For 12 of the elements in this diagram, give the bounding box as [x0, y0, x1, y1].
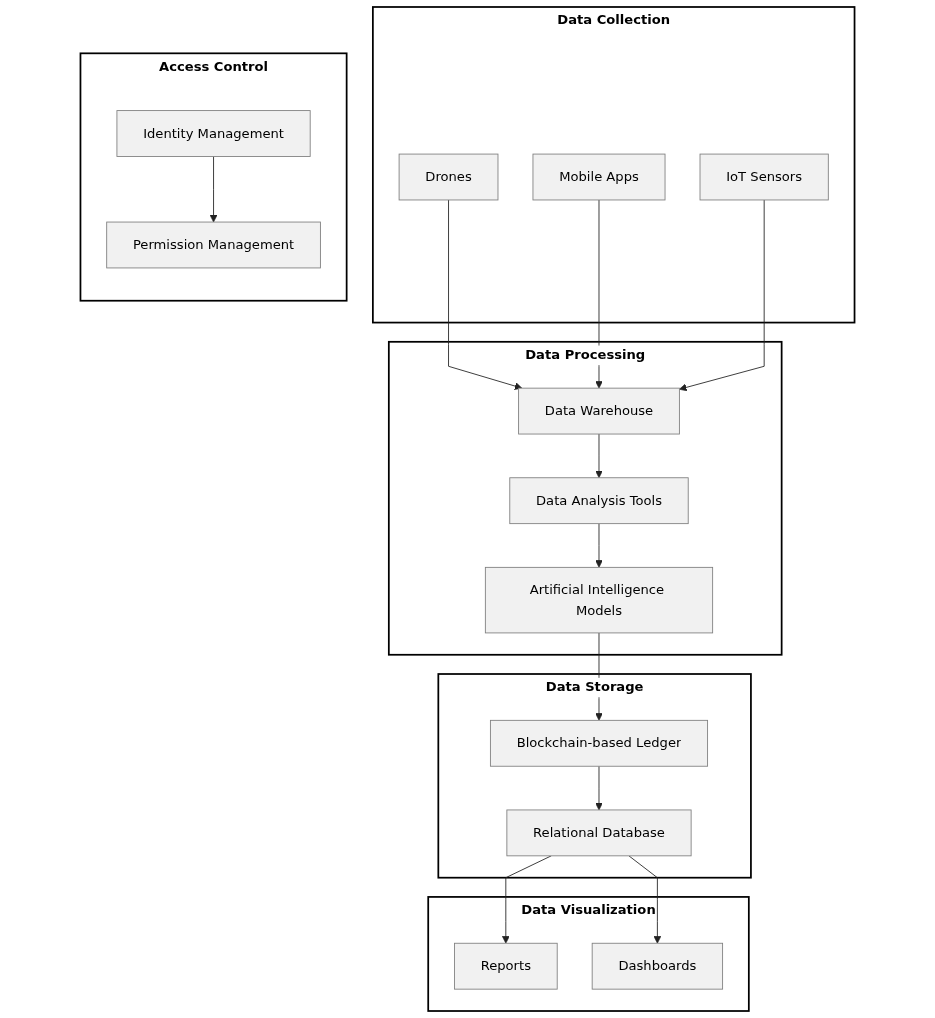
node-box: Mobile Apps — [532, 153, 666, 201]
node-box: Data Warehouse — [518, 387, 680, 435]
node-box: Blockchain-based Ledger — [489, 719, 708, 767]
node-box: Reports — [454, 942, 558, 990]
node-box: Permission Management — [106, 221, 321, 269]
node-box: Data Analysis Tools — [509, 477, 689, 525]
node-box: Relational Database — [506, 809, 692, 857]
node-box: IoT Sensors — [699, 153, 829, 201]
node-box: Identity Management — [116, 110, 311, 157]
node-box: Dashboards — [591, 942, 724, 990]
node-box: Artificial Intelligence Models — [484, 566, 714, 634]
node-box: Drones — [398, 153, 499, 201]
